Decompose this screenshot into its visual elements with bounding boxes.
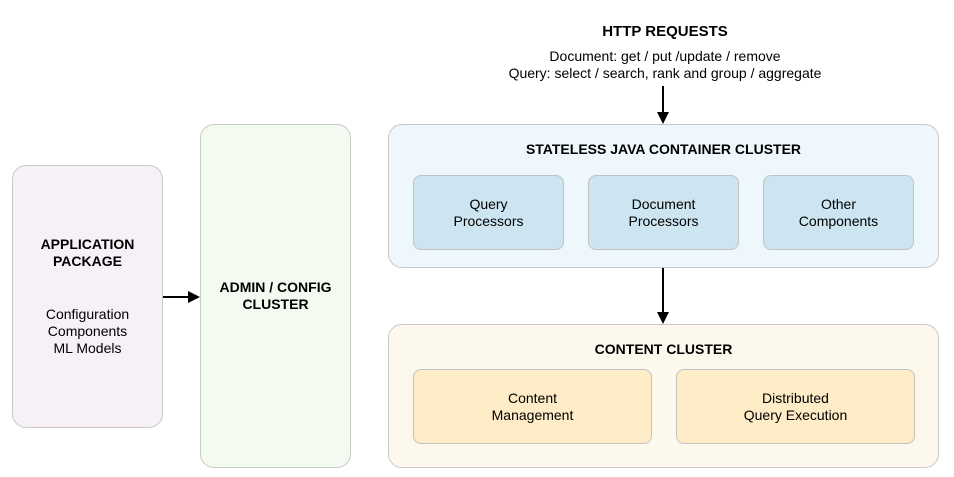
- other-components-line1: Other: [820, 195, 856, 212]
- http-requests-title: HTTP REQUESTS: [602, 23, 728, 40]
- admin-title-line2: CLUSTER: [242, 296, 309, 312]
- content-cluster-box: CONTENT CLUSTER Content Management Distr…: [388, 324, 939, 468]
- content-cluster-title: CONTENT CLUSTER: [594, 341, 733, 357]
- package-item-components: Components: [47, 323, 128, 339]
- application-package-box: APPLICATION PACKAGE Configuration Compon…: [12, 165, 163, 428]
- http-query-ops: Query: select / search, rank and group /…: [508, 65, 822, 81]
- distributed-query-line1: Distributed: [762, 389, 829, 406]
- content-management-line2: Management: [491, 406, 574, 423]
- package-item-configuration: Configuration: [45, 306, 130, 322]
- http-requests-label: HTTP REQUESTS Document: get / put /updat…: [440, 22, 890, 82]
- other-components-line2: Components: [798, 212, 879, 229]
- other-components-box: Other Components: [763, 175, 914, 250]
- document-processors-line1: Document: [631, 195, 696, 212]
- application-package-title-line2: PACKAGE: [53, 253, 122, 269]
- application-package-title-line1: APPLICATION: [40, 236, 135, 252]
- container-cluster-title: STATELESS JAVA CONTAINER CLUSTER: [525, 141, 802, 157]
- package-item-ml-models: ML Models: [53, 340, 122, 356]
- distributed-query-line2: Query Execution: [743, 406, 848, 423]
- document-processors-line2: Processors: [628, 212, 699, 229]
- content-management-box: Content Management: [413, 369, 652, 444]
- arrow-package-to-admin: [163, 291, 200, 303]
- query-processors-line2: Processors: [453, 212, 524, 229]
- admin-config-cluster-box: ADMIN / CONFIG CLUSTER: [200, 124, 351, 468]
- admin-config-cluster-title: ADMIN / CONFIG CLUSTER: [220, 279, 332, 313]
- query-processors-box: Query Processors: [413, 175, 564, 250]
- arrow-container-to-content: [657, 268, 669, 324]
- arrow-http-to-container: [657, 86, 669, 124]
- query-processors-line1: Query: [469, 195, 508, 212]
- distributed-query-execution-box: Distributed Query Execution: [676, 369, 915, 444]
- content-management-line1: Content: [507, 389, 558, 406]
- document-processors-box: Document Processors: [588, 175, 739, 250]
- http-document-ops: Document: get / put /update / remove: [549, 48, 781, 64]
- application-package-contents: Configuration Components ML Models: [46, 306, 129, 357]
- container-cluster-box: STATELESS JAVA CONTAINER CLUSTER Query P…: [388, 124, 939, 268]
- application-package-title: APPLICATION PACKAGE: [41, 236, 135, 270]
- admin-title-line1: ADMIN / CONFIG: [219, 279, 332, 295]
